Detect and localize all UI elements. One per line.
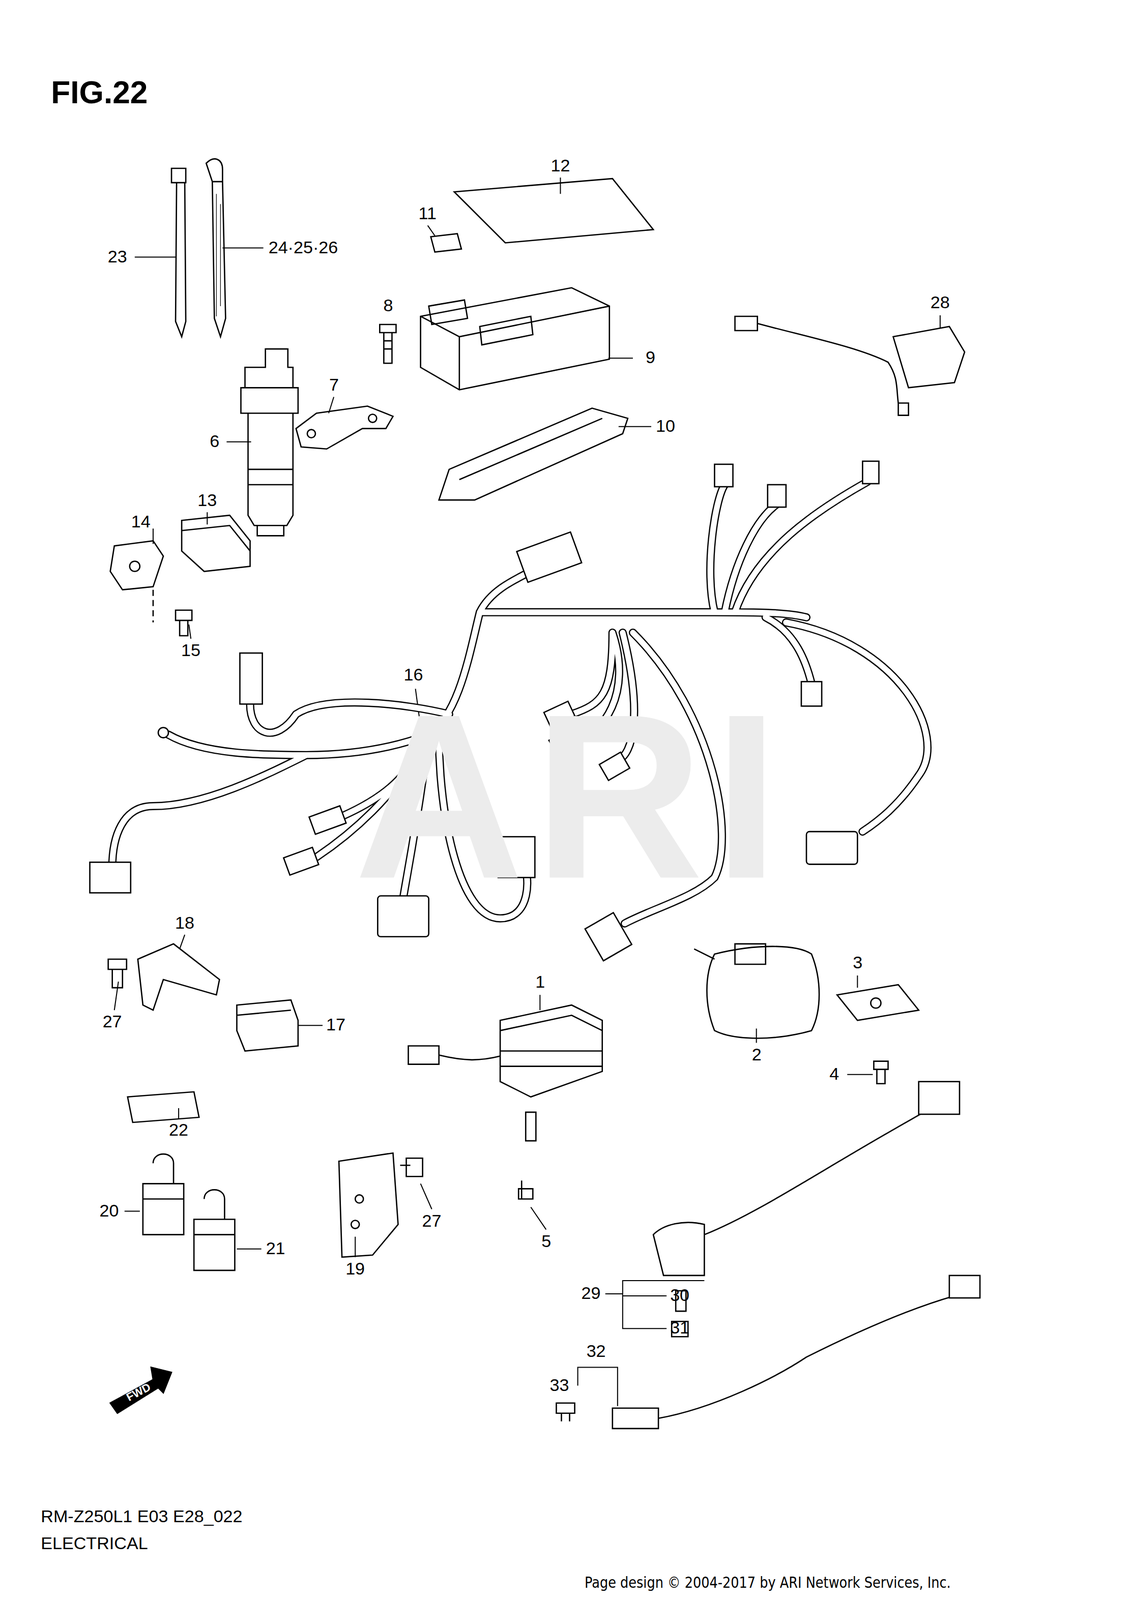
figure-title: FIG.22 — [50, 75, 148, 110]
callout-number: 29 — [581, 1284, 601, 1304]
copyright-note: Page design © 2004-2017 by ARI Network S… — [584, 1574, 951, 1592]
callout-number: 12 — [550, 156, 570, 176]
callout-number: 8 — [383, 296, 393, 316]
callout-number: 10 — [655, 417, 676, 437]
callout-number: 17 — [326, 1016, 346, 1035]
callout-number: 15 — [181, 641, 201, 661]
callout-number: 1 — [535, 973, 545, 993]
callout-number: 4 — [829, 1065, 839, 1085]
figure-caption: ELECTRICAL — [40, 1534, 148, 1554]
callout-number: 7 — [329, 375, 339, 395]
callout-number: 11 — [418, 204, 437, 224]
callout-number: 27 — [422, 1212, 442, 1232]
callout-number: 23 — [107, 247, 128, 267]
callout-number: 6 — [209, 432, 220, 452]
callout-number: 5 — [541, 1232, 552, 1252]
callout-number: 16 — [403, 665, 424, 685]
callout-number: 14 — [131, 512, 151, 532]
callout-number: 13 — [197, 491, 217, 511]
callout-number: 22 — [168, 1121, 189, 1141]
callout-number: 32 — [586, 1342, 606, 1362]
watermark: ARI — [354, 667, 790, 926]
callout-number: 31 — [670, 1319, 690, 1339]
callout-number: 27 — [102, 1012, 123, 1032]
figure-caption: RM-Z250L1 E03 E28_022 — [40, 1508, 243, 1527]
callout-number: 3 — [852, 953, 863, 973]
callout-number: 30 — [670, 1286, 690, 1306]
callout-number: 33 — [549, 1376, 569, 1396]
callout-number: 2 — [751, 1045, 762, 1065]
callout-number: 28 — [930, 293, 950, 313]
callout-number: 21 — [266, 1239, 286, 1259]
callout-number: 20 — [99, 1201, 120, 1221]
callout-number: 19 — [345, 1260, 365, 1280]
callout-number: 18 — [175, 914, 195, 934]
callout-number: 9 — [645, 348, 656, 368]
callout-number: 24·25·26 — [268, 238, 339, 257]
